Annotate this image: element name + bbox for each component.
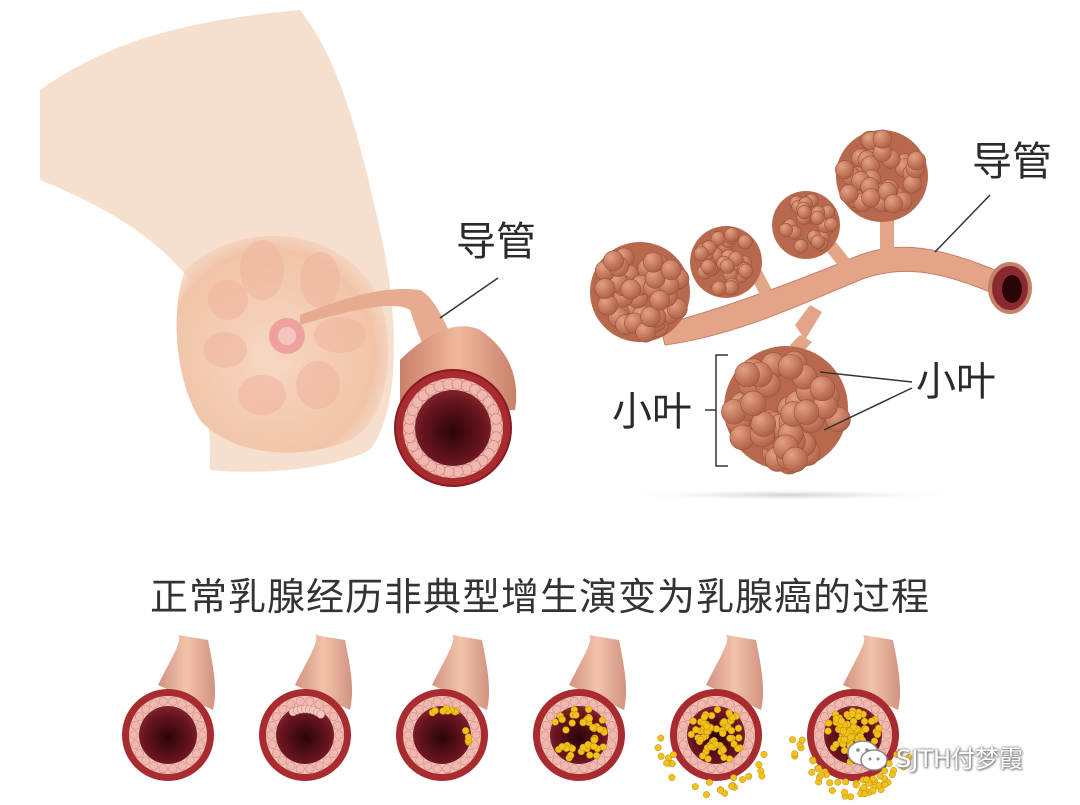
mammary-gland-pattern xyxy=(203,240,366,415)
lobule-cluster xyxy=(721,346,851,475)
stage-duct-4 xyxy=(533,635,627,781)
lobule-label-right: 小叶 xyxy=(916,359,996,405)
lobule-pointer-1 xyxy=(819,371,913,383)
duct-pointer-left xyxy=(439,277,499,319)
wechat-icon xyxy=(847,740,888,771)
lobule-bracket xyxy=(705,354,728,467)
stage-duct-3 xyxy=(396,635,490,781)
stage-duct-5 xyxy=(654,635,768,799)
lobule-cluster xyxy=(690,226,762,298)
duct-label-left: 导管 xyxy=(456,219,536,265)
duct-label-right: 导管 xyxy=(972,139,1052,185)
watermark: SJTH付梦霞 xyxy=(846,736,1023,776)
progression-stages xyxy=(122,635,913,801)
stage-duct-2 xyxy=(259,635,353,781)
lobule-structure xyxy=(590,129,1032,475)
duct-cross-section xyxy=(394,326,517,487)
lobule-pointer-2 xyxy=(823,387,913,431)
lobule-cluster xyxy=(835,129,928,222)
diagram-caption: 正常乳腺经历非典型增生演变为乳腺癌的过程 xyxy=(149,575,930,619)
duct-connector xyxy=(300,289,470,380)
stage-duct-1 xyxy=(122,635,216,781)
breast-illustration xyxy=(40,10,470,472)
lobule-cluster xyxy=(590,242,690,343)
ground-shadow xyxy=(620,489,960,501)
lobule-label-left: 小叶 xyxy=(612,389,692,435)
lobule-cluster xyxy=(772,191,840,259)
watermark-text: SJTH付梦霞 xyxy=(896,744,1024,773)
duct-pointer-right xyxy=(934,194,991,253)
